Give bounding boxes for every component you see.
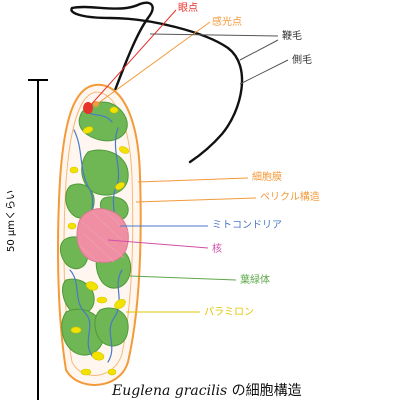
- scale-label: 50 µmくらい: [6, 189, 17, 252]
- leader-lines: [87, 9, 289, 313]
- figure-caption: Euglena gracilis の細胞構造: [112, 380, 302, 400]
- label-cell-membrane: 細胞膜: [252, 172, 282, 183]
- label-chloroplast: 葉緑体: [240, 275, 270, 286]
- caption-suffix: の細胞構造: [227, 383, 302, 399]
- nucleus: [76, 208, 129, 263]
- scale-bar: [28, 79, 48, 400]
- label-mitochondria: ミトコンドリア: [212, 220, 282, 231]
- paramylon-granules: [67, 106, 130, 376]
- label-paramylon: パラミロン: [204, 307, 254, 318]
- label-nucleus: 核: [212, 244, 222, 255]
- label-pellicle: ペリクル構造: [260, 192, 320, 203]
- label-photoreceptor: 感光点: [212, 17, 242, 28]
- flagellum: [70, 1, 244, 164]
- label-lateral-hair: 側毛: [292, 55, 312, 66]
- caption-species: Euglena gracilis: [112, 383, 228, 399]
- label-flagellum: 鞭毛: [282, 31, 302, 42]
- label-eyespot: 眼点: [178, 3, 198, 14]
